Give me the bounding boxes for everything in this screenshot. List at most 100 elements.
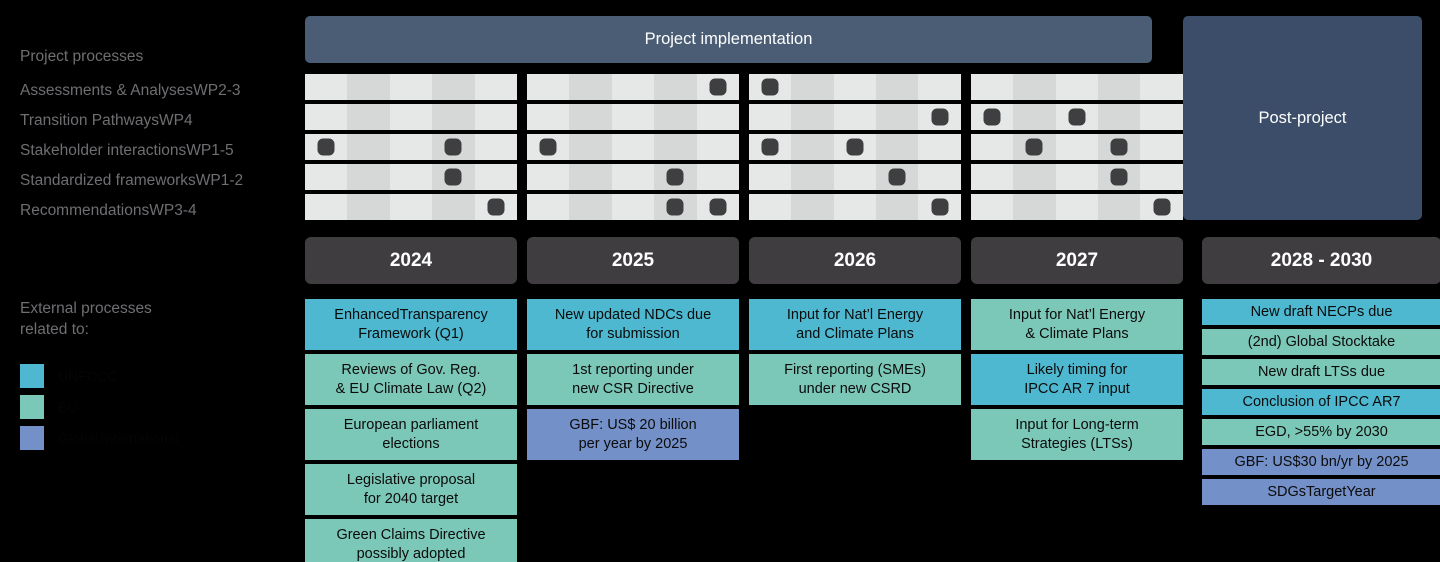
gantt-cell bbox=[474, 74, 517, 100]
gantt-cell bbox=[569, 194, 612, 220]
gantt-cell bbox=[791, 164, 834, 190]
gantt-cell bbox=[876, 134, 919, 160]
gantt-year-cell bbox=[305, 74, 517, 100]
legend-color-swatch bbox=[20, 425, 44, 450]
year-bar-2028-2030: 2028 - 2030 bbox=[1202, 237, 1440, 284]
gantt-cell bbox=[432, 74, 475, 100]
legend-row: EU bbox=[20, 391, 300, 422]
milestone-dot bbox=[931, 198, 949, 216]
gantt-cell bbox=[696, 104, 739, 130]
external-process-box: European parliament elections bbox=[305, 409, 517, 460]
gantt-cell bbox=[526, 134, 570, 160]
gantt-cell bbox=[474, 104, 517, 130]
gantt-cell bbox=[833, 74, 877, 100]
external-process-box: Reviews of Gov. Reg. & EU Climate Law (Q… bbox=[305, 354, 517, 405]
legend-color-swatch bbox=[20, 394, 44, 419]
external-process-box: New draft LTSs due bbox=[1202, 359, 1440, 385]
year-bar-2025: 2025 bbox=[527, 237, 739, 284]
gantt-cell bbox=[791, 134, 834, 160]
gantt-cell bbox=[526, 74, 570, 100]
gantt-cell bbox=[474, 134, 517, 160]
gantt-cell bbox=[1055, 194, 1099, 220]
gantt-cell bbox=[833, 194, 877, 220]
milestone-dot bbox=[931, 108, 949, 126]
gantt-cell bbox=[654, 104, 697, 130]
gantt-cell bbox=[1013, 104, 1056, 130]
milestone-dot bbox=[761, 78, 779, 96]
row-label-assessments: Assessments & AnalysesWP2-3 bbox=[20, 82, 241, 99]
legend-row: UNFCCC bbox=[20, 360, 300, 391]
gantt-cell bbox=[347, 194, 390, 220]
milestone-dot bbox=[666, 168, 684, 186]
gantt-cell bbox=[1140, 74, 1183, 100]
gantt-cell bbox=[611, 164, 655, 190]
gantt-cell bbox=[833, 134, 877, 160]
gantt-year-cell bbox=[748, 104, 961, 130]
gantt-cell bbox=[1140, 104, 1183, 130]
gantt-cell bbox=[791, 74, 834, 100]
milestone-dot bbox=[444, 168, 462, 186]
gantt-cell bbox=[611, 134, 655, 160]
gantt-cell bbox=[1140, 194, 1183, 220]
gantt-cell bbox=[569, 74, 612, 100]
gantt-cell bbox=[1140, 164, 1183, 190]
gantt-cell bbox=[1140, 134, 1183, 160]
gantt-cell bbox=[918, 164, 961, 190]
external-column-2026: Input for Nat’l Energy and Climate Plans… bbox=[749, 299, 961, 562]
gantt-cell bbox=[611, 194, 655, 220]
gantt-row bbox=[305, 194, 1183, 220]
gantt-row bbox=[305, 164, 1183, 190]
gantt-grid bbox=[305, 74, 1183, 222]
project-implementation-banner: Project implementation bbox=[305, 16, 1152, 63]
external-process-box: Conclusion of IPCC AR7 bbox=[1202, 389, 1440, 415]
year-bar-2027: 2027 bbox=[971, 237, 1183, 284]
gantt-cell bbox=[389, 194, 433, 220]
milestone-dot bbox=[709, 78, 727, 96]
gantt-cell bbox=[918, 194, 961, 220]
gantt-cell bbox=[696, 134, 739, 160]
project-processes-heading: Project processes bbox=[20, 48, 144, 65]
gantt-year-cell bbox=[970, 104, 1183, 130]
post-project-panel: Post-project bbox=[1183, 16, 1422, 220]
milestone-dot bbox=[1025, 138, 1043, 156]
gantt-cell bbox=[970, 164, 1014, 190]
gantt-cell bbox=[654, 134, 697, 160]
external-process-box: Input for Nat’l Energy and Climate Plans bbox=[749, 299, 961, 350]
milestone-dot bbox=[317, 138, 335, 156]
external-process-box: Green Claims Directive possibly adopted bbox=[305, 519, 517, 562]
milestone-dot bbox=[888, 168, 906, 186]
gantt-cell bbox=[1098, 194, 1141, 220]
external-column-2028-2030: New draft NECPs due(2nd) Global Stocktak… bbox=[1202, 299, 1440, 562]
gantt-cell bbox=[305, 134, 348, 160]
milestone-dot bbox=[444, 138, 462, 156]
gantt-cell bbox=[833, 164, 877, 190]
legend-label: Global/international bbox=[58, 429, 179, 446]
gantt-year-cell bbox=[526, 134, 739, 160]
gantt-cell bbox=[833, 104, 877, 130]
milestone-dot bbox=[1110, 168, 1128, 186]
gantt-year-cell bbox=[526, 104, 739, 130]
gantt-cell bbox=[1055, 104, 1099, 130]
gantt-year-cell bbox=[748, 134, 961, 160]
gantt-cell bbox=[526, 164, 570, 190]
gantt-year-cell bbox=[748, 74, 961, 100]
gantt-cell bbox=[305, 74, 348, 100]
gantt-cell bbox=[432, 194, 475, 220]
row-label-recommendations: RecommendationsWP3-4 bbox=[20, 202, 197, 219]
gantt-cell bbox=[1098, 74, 1141, 100]
gantt-cell bbox=[389, 134, 433, 160]
legend-color-swatch bbox=[20, 363, 44, 388]
gantt-cell bbox=[696, 74, 739, 100]
gantt-cell bbox=[1098, 164, 1141, 190]
gantt-cell bbox=[1055, 134, 1099, 160]
external-process-box: (2nd) Global Stocktake bbox=[1202, 329, 1440, 355]
gantt-year-cell bbox=[970, 74, 1183, 100]
gantt-cell bbox=[876, 194, 919, 220]
year-bar-2024: 2024 bbox=[305, 237, 517, 284]
gantt-cell bbox=[791, 194, 834, 220]
gantt-cell bbox=[305, 194, 348, 220]
external-process-box: Likely timing for IPCC AR 7 input bbox=[971, 354, 1183, 405]
gantt-cell bbox=[432, 164, 475, 190]
gantt-cell bbox=[389, 164, 433, 190]
